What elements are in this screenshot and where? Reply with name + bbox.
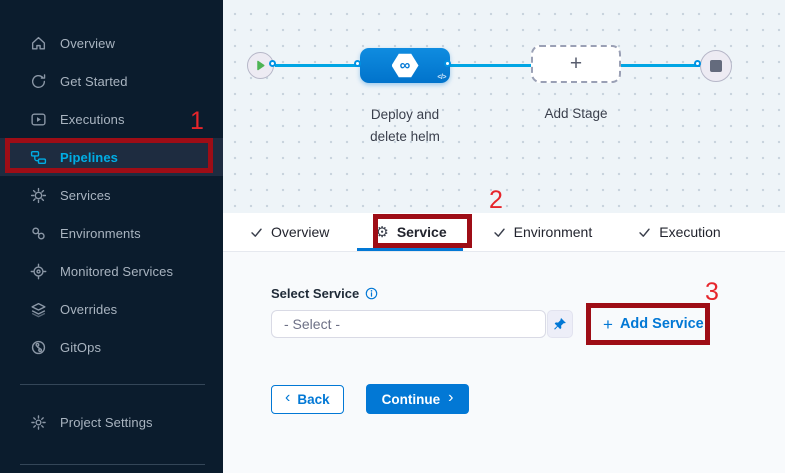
cd-hexagon-icon: ∞ bbox=[391, 53, 419, 78]
pipeline-canvas: ∞ </> Deploy and delete helm + Add Stage bbox=[223, 0, 785, 213]
sidebar-item-monitored-services[interactable]: Monitored Services bbox=[0, 252, 223, 290]
stage-tabbar: Overview ⚙ Service Environment Execution bbox=[223, 213, 785, 252]
tab-label: Environment bbox=[513, 224, 593, 240]
tab-environment[interactable]: Environment bbox=[493, 213, 593, 251]
sidebar-item-overrides[interactable]: Overrides bbox=[0, 290, 223, 328]
info-icon[interactable] bbox=[365, 287, 378, 300]
sidebar-divider bbox=[20, 464, 205, 465]
service-select-value[interactable]: - Select - bbox=[271, 310, 546, 338]
service-form: Select Service - Select - + Add Serv bbox=[223, 252, 785, 473]
sidebar-item-get-started[interactable]: Get Started bbox=[0, 62, 223, 100]
pipelines-icon bbox=[30, 149, 47, 166]
back-button-label: Back bbox=[297, 391, 330, 407]
sidebar-item-services[interactable]: Services bbox=[0, 176, 223, 214]
tab-label: Overview bbox=[271, 224, 330, 240]
tab-label: Execution bbox=[659, 224, 721, 240]
home-icon bbox=[30, 35, 47, 52]
monitored-services-icon bbox=[30, 263, 47, 280]
code-icon[interactable]: </> bbox=[437, 74, 446, 81]
sidebar-item-project-settings[interactable]: Project Settings bbox=[0, 403, 223, 441]
overrides-icon bbox=[30, 301, 47, 318]
restart-icon bbox=[30, 73, 47, 90]
check-icon bbox=[638, 226, 651, 239]
executions-icon bbox=[30, 111, 47, 128]
sidebar-item-executions[interactable]: Executions bbox=[0, 100, 223, 138]
tab-service[interactable]: ⚙ Service bbox=[357, 213, 463, 251]
pin-button[interactable] bbox=[547, 310, 573, 338]
sidebar-item-label: Monitored Services bbox=[60, 263, 174, 279]
connector-dot bbox=[444, 60, 451, 67]
tab-label: Service bbox=[396, 224, 447, 240]
stop-icon bbox=[710, 60, 722, 72]
sidebar-item-label: Services bbox=[60, 187, 111, 203]
gear-icon bbox=[30, 414, 47, 431]
continue-button[interactable]: Continue › bbox=[365, 384, 470, 414]
connector-dot bbox=[694, 60, 701, 67]
pin-icon bbox=[553, 317, 567, 331]
select-service-label: Select Service bbox=[271, 286, 360, 301]
add-stage-label: Add Stage bbox=[544, 106, 608, 121]
plus-icon: + bbox=[569, 52, 583, 75]
connector-dot bbox=[269, 60, 276, 67]
add-service-button[interactable]: + Add Service bbox=[603, 316, 704, 333]
stage-name-label[interactable]: Deploy and delete helm bbox=[370, 107, 440, 144]
pipeline-end-node[interactable] bbox=[700, 50, 732, 82]
check-icon bbox=[493, 226, 506, 239]
sidebar-item-label: GitOps bbox=[60, 339, 102, 355]
sidebar-divider bbox=[20, 384, 205, 385]
tab-execution[interactable]: Execution bbox=[638, 213, 721, 251]
add-stage-button[interactable]: + bbox=[531, 45, 621, 83]
chevron-right-icon: › bbox=[448, 389, 454, 406]
sidebar-item-label: Executions bbox=[60, 111, 125, 127]
sidebar-item-pipelines[interactable]: Pipelines bbox=[0, 138, 223, 176]
services-icon bbox=[30, 187, 47, 204]
sidebar-item-label: Project Settings bbox=[60, 414, 153, 430]
sidebar-item-label: Overview bbox=[60, 35, 115, 51]
main-panel: ∞ </> Deploy and delete helm + Add Stage bbox=[223, 0, 785, 473]
sidebar-item-environments[interactable]: Environments bbox=[0, 214, 223, 252]
back-button[interactable]: ‹ Back bbox=[271, 384, 344, 414]
gear-icon: ⚙ bbox=[375, 223, 389, 241]
sidebar-item-label: Get Started bbox=[60, 73, 128, 89]
chevron-left-icon: ‹ bbox=[285, 389, 291, 406]
environments-icon bbox=[30, 225, 47, 242]
pipeline-connector-line bbox=[275, 64, 716, 67]
check-icon bbox=[250, 226, 263, 239]
sidebar: Overview Get Started Executions Pipeline… bbox=[0, 0, 223, 473]
stage-node-deploy[interactable]: ∞ </> bbox=[360, 48, 450, 83]
sidebar-item-overview[interactable]: Overview bbox=[0, 24, 223, 62]
gitops-icon bbox=[30, 339, 47, 356]
play-icon bbox=[255, 60, 266, 71]
sidebar-item-label: Overrides bbox=[60, 301, 118, 317]
add-service-label: Add Service bbox=[619, 316, 704, 332]
tab-overview[interactable]: Overview bbox=[250, 213, 329, 251]
sidebar-item-gitops[interactable]: GitOps bbox=[0, 328, 223, 366]
service-select[interactable]: - Select - bbox=[271, 310, 573, 338]
connector-dot bbox=[354, 60, 361, 67]
continue-button-label: Continue bbox=[381, 391, 441, 407]
sidebar-item-label: Environments bbox=[60, 225, 141, 241]
sidebar-item-label: Pipelines bbox=[60, 149, 118, 165]
plus-icon: + bbox=[603, 314, 613, 334]
